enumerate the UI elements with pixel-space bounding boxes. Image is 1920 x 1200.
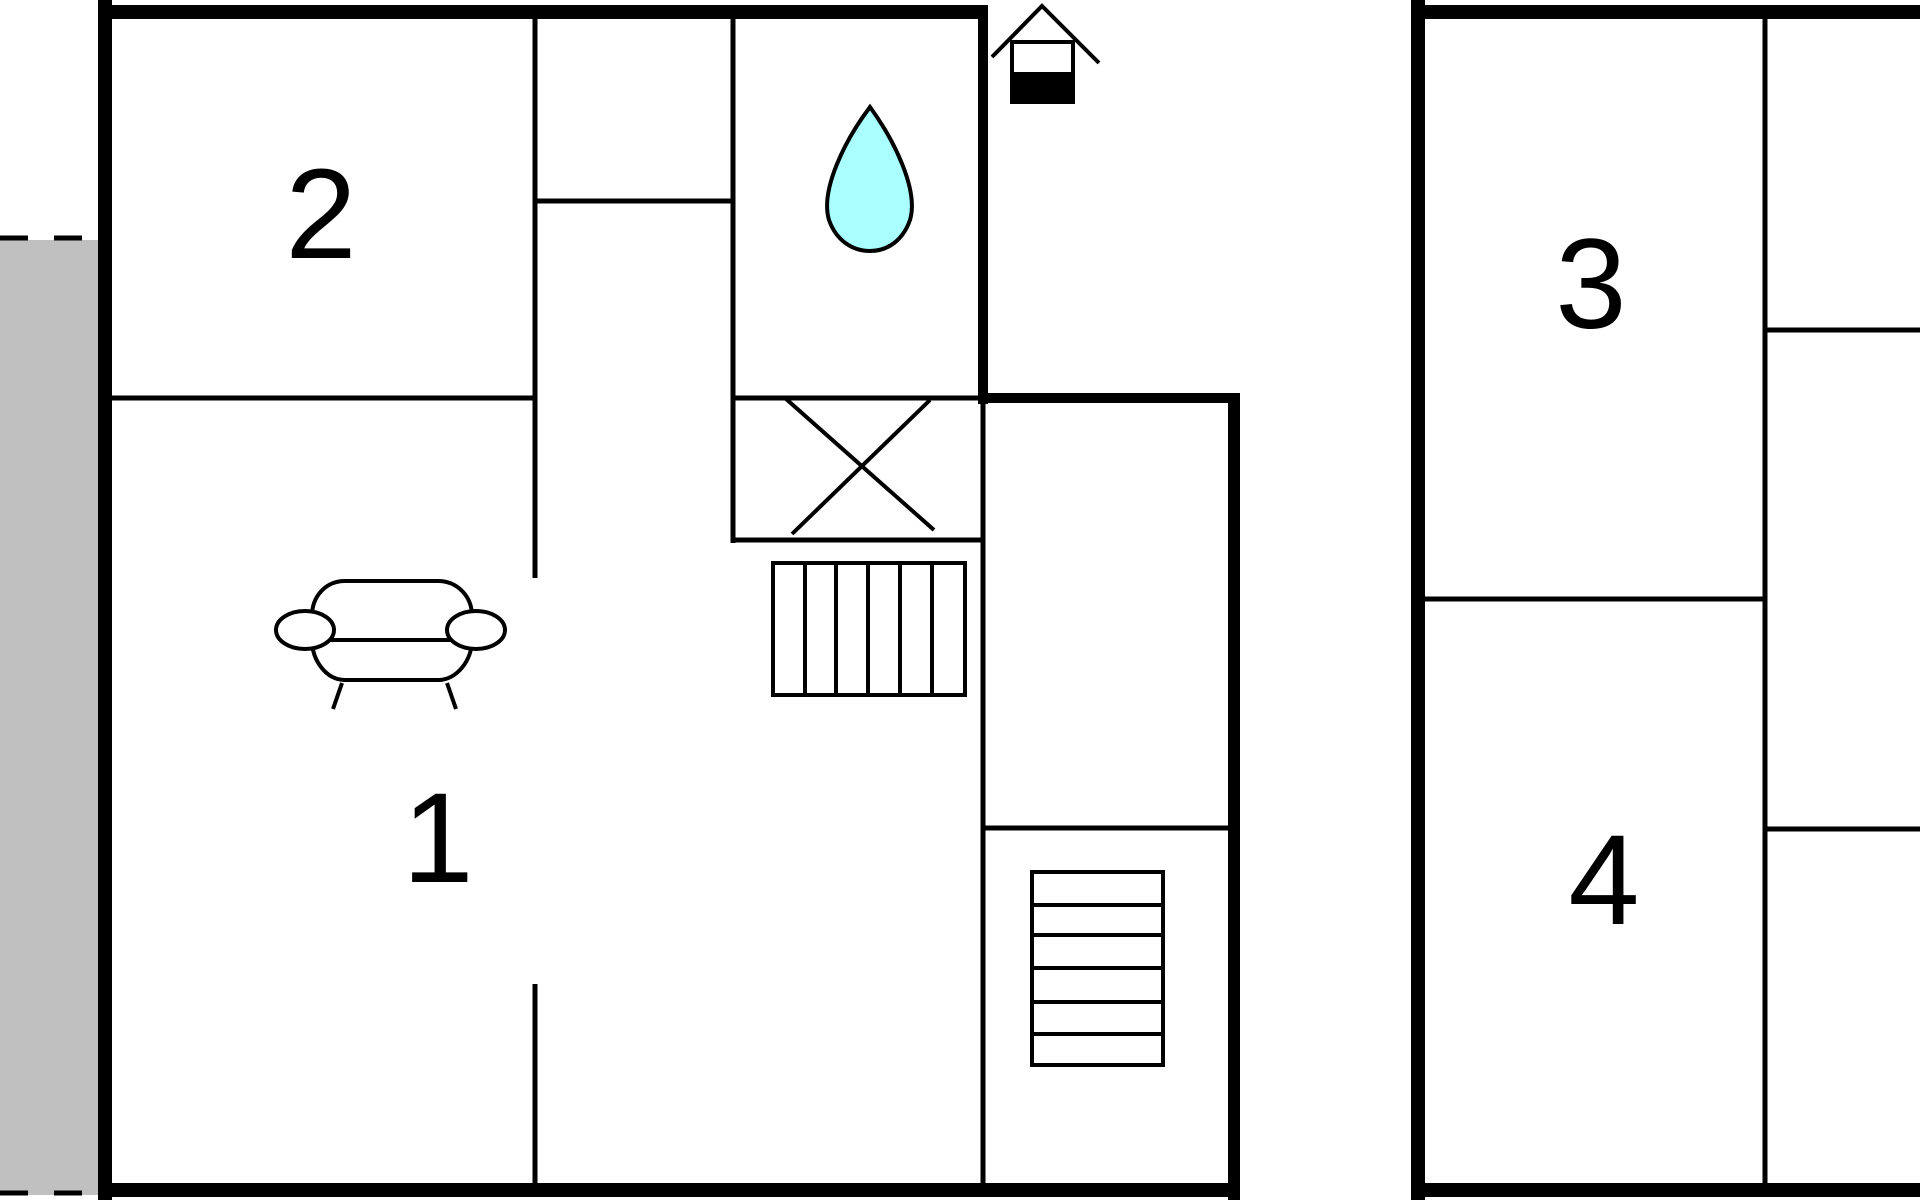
sauna-house-icon <box>990 3 1101 104</box>
building-left-outer-walls <box>98 0 1240 1200</box>
room-label-3: 3 <box>1555 213 1626 356</box>
room-label-1: 1 <box>402 767 473 910</box>
room-label-2: 2 <box>285 143 356 286</box>
staircase-icon <box>771 561 967 697</box>
bathroom-water-drop-icon <box>825 103 914 254</box>
building-left-interior-walls <box>105 12 1234 1190</box>
building-right-interior-walls <box>1418 12 1920 1190</box>
terrace <box>0 235 103 1196</box>
crossed-box-icon <box>783 396 936 536</box>
staircase-icon <box>1030 870 1165 1067</box>
room-label-4: 4 <box>1568 809 1639 952</box>
sofa-icon <box>274 579 507 710</box>
